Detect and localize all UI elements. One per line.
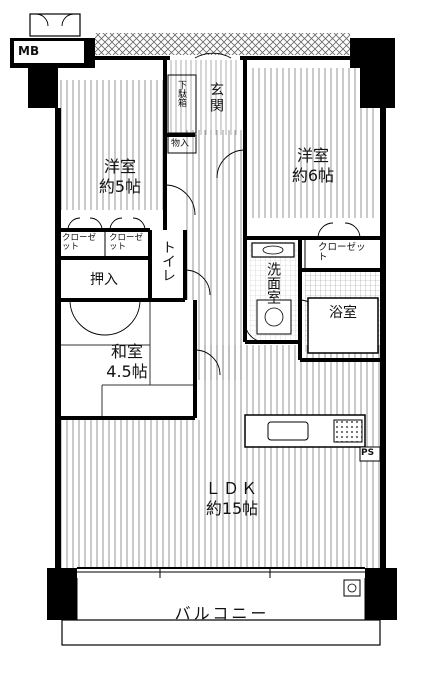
balcony-name: バルコニー bbox=[174, 604, 270, 623]
oshiire-label: 押入 bbox=[90, 272, 118, 288]
washroom-label: 洗面室 bbox=[265, 262, 281, 304]
western-room-5-floor bbox=[58, 80, 163, 210]
entrance-floor bbox=[170, 60, 240, 135]
pipe-space-label: PS bbox=[361, 448, 375, 458]
entrance-label: 玄関 bbox=[208, 82, 224, 114]
shoe-cabinet-label: 下駄箱 bbox=[176, 80, 186, 107]
western-room-6-name: 洋室 bbox=[296, 146, 330, 165]
japanese-room-name: 和室 bbox=[110, 342, 144, 361]
japanese-room-floor bbox=[60, 300, 195, 418]
pipe-space-box bbox=[359, 446, 381, 462]
western-room-6-floor bbox=[248, 68, 378, 218]
western-room-6-size: 約6帖 bbox=[291, 166, 335, 185]
ldk-name: ＬＤＫ bbox=[204, 479, 260, 498]
western-room-5-size: 約5帖 bbox=[98, 177, 142, 196]
japanese-room-size: 4.5帖 bbox=[106, 362, 148, 381]
western-room-5-name: 洋室 bbox=[103, 157, 137, 176]
interior-walls bbox=[58, 60, 383, 420]
storage-in-label: 物入 bbox=[171, 139, 190, 149]
meter-box-label: MB bbox=[18, 44, 40, 58]
bathroom-label: 浴室 bbox=[329, 305, 357, 321]
ldk-upper-floor bbox=[200, 345, 380, 420]
ldk-size: 約15帖 bbox=[205, 499, 259, 518]
exterior-corridor bbox=[95, 33, 350, 55]
cooktop bbox=[333, 419, 363, 443]
meter-box bbox=[14, 41, 84, 63]
door-swings bbox=[67, 52, 361, 376]
closet-3-label: クローゼット bbox=[318, 242, 366, 264]
balcony-rail bbox=[61, 619, 381, 646]
toilet-label: トイレ bbox=[160, 240, 176, 282]
closet-1-label: クローゼット bbox=[62, 233, 97, 253]
closet-2-label: クローゼット bbox=[109, 233, 144, 253]
bathtub bbox=[307, 297, 379, 354]
